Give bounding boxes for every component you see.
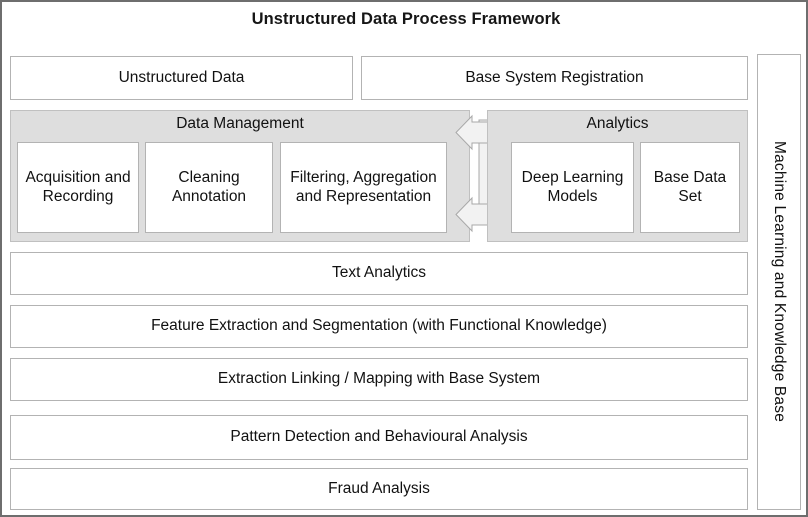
box-text-analytics[interactable]: Text Analytics — [10, 252, 748, 295]
box-unstructured-data[interactable]: Unstructured Data — [10, 56, 353, 100]
box-feature-extraction-and-segmentation[interactable]: Feature Extraction and Segmentation (wit… — [10, 305, 748, 348]
arrow-left-top — [455, 114, 489, 151]
box-cleaning-annotation[interactable]: Cleaning Annotation — [145, 142, 273, 233]
page-title: Unstructured Data Process Framework — [251, 10, 561, 28]
double-left-arrow-bracket-icon — [455, 114, 489, 233]
box-base-system-registration[interactable]: Base System Registration — [361, 56, 748, 100]
box-acquisition-and-recording[interactable]: Acquisition and Recording — [17, 142, 139, 233]
panel-label-machine-learning-and-knowledge-base: Machine Learning and Knowledge Base — [771, 141, 788, 423]
box-filtering-aggregation-representation[interactable]: Filtering, Aggregation and Representatio… — [280, 142, 447, 233]
group-title-analytics: Analytics — [586, 115, 649, 132]
box-pattern-detection-and-behavioural-analysis[interactable]: Pattern Detection and Behavioural Analys… — [10, 415, 748, 460]
arrow-left-bottom — [455, 196, 489, 233]
box-deep-learning-models[interactable]: Deep Learning Models — [511, 142, 634, 233]
group-title-data-management: Data Management — [176, 115, 304, 132]
box-extraction-linking-mapping[interactable]: Extraction Linking / Mapping with Base S… — [10, 358, 748, 401]
box-fraud-analysis[interactable]: Fraud Analysis — [10, 468, 748, 510]
box-base-data-set[interactable]: Base Data Set — [640, 142, 740, 233]
panel-machine-learning-and-knowledge-base[interactable]: Machine Learning and Knowledge Base — [757, 54, 801, 510]
